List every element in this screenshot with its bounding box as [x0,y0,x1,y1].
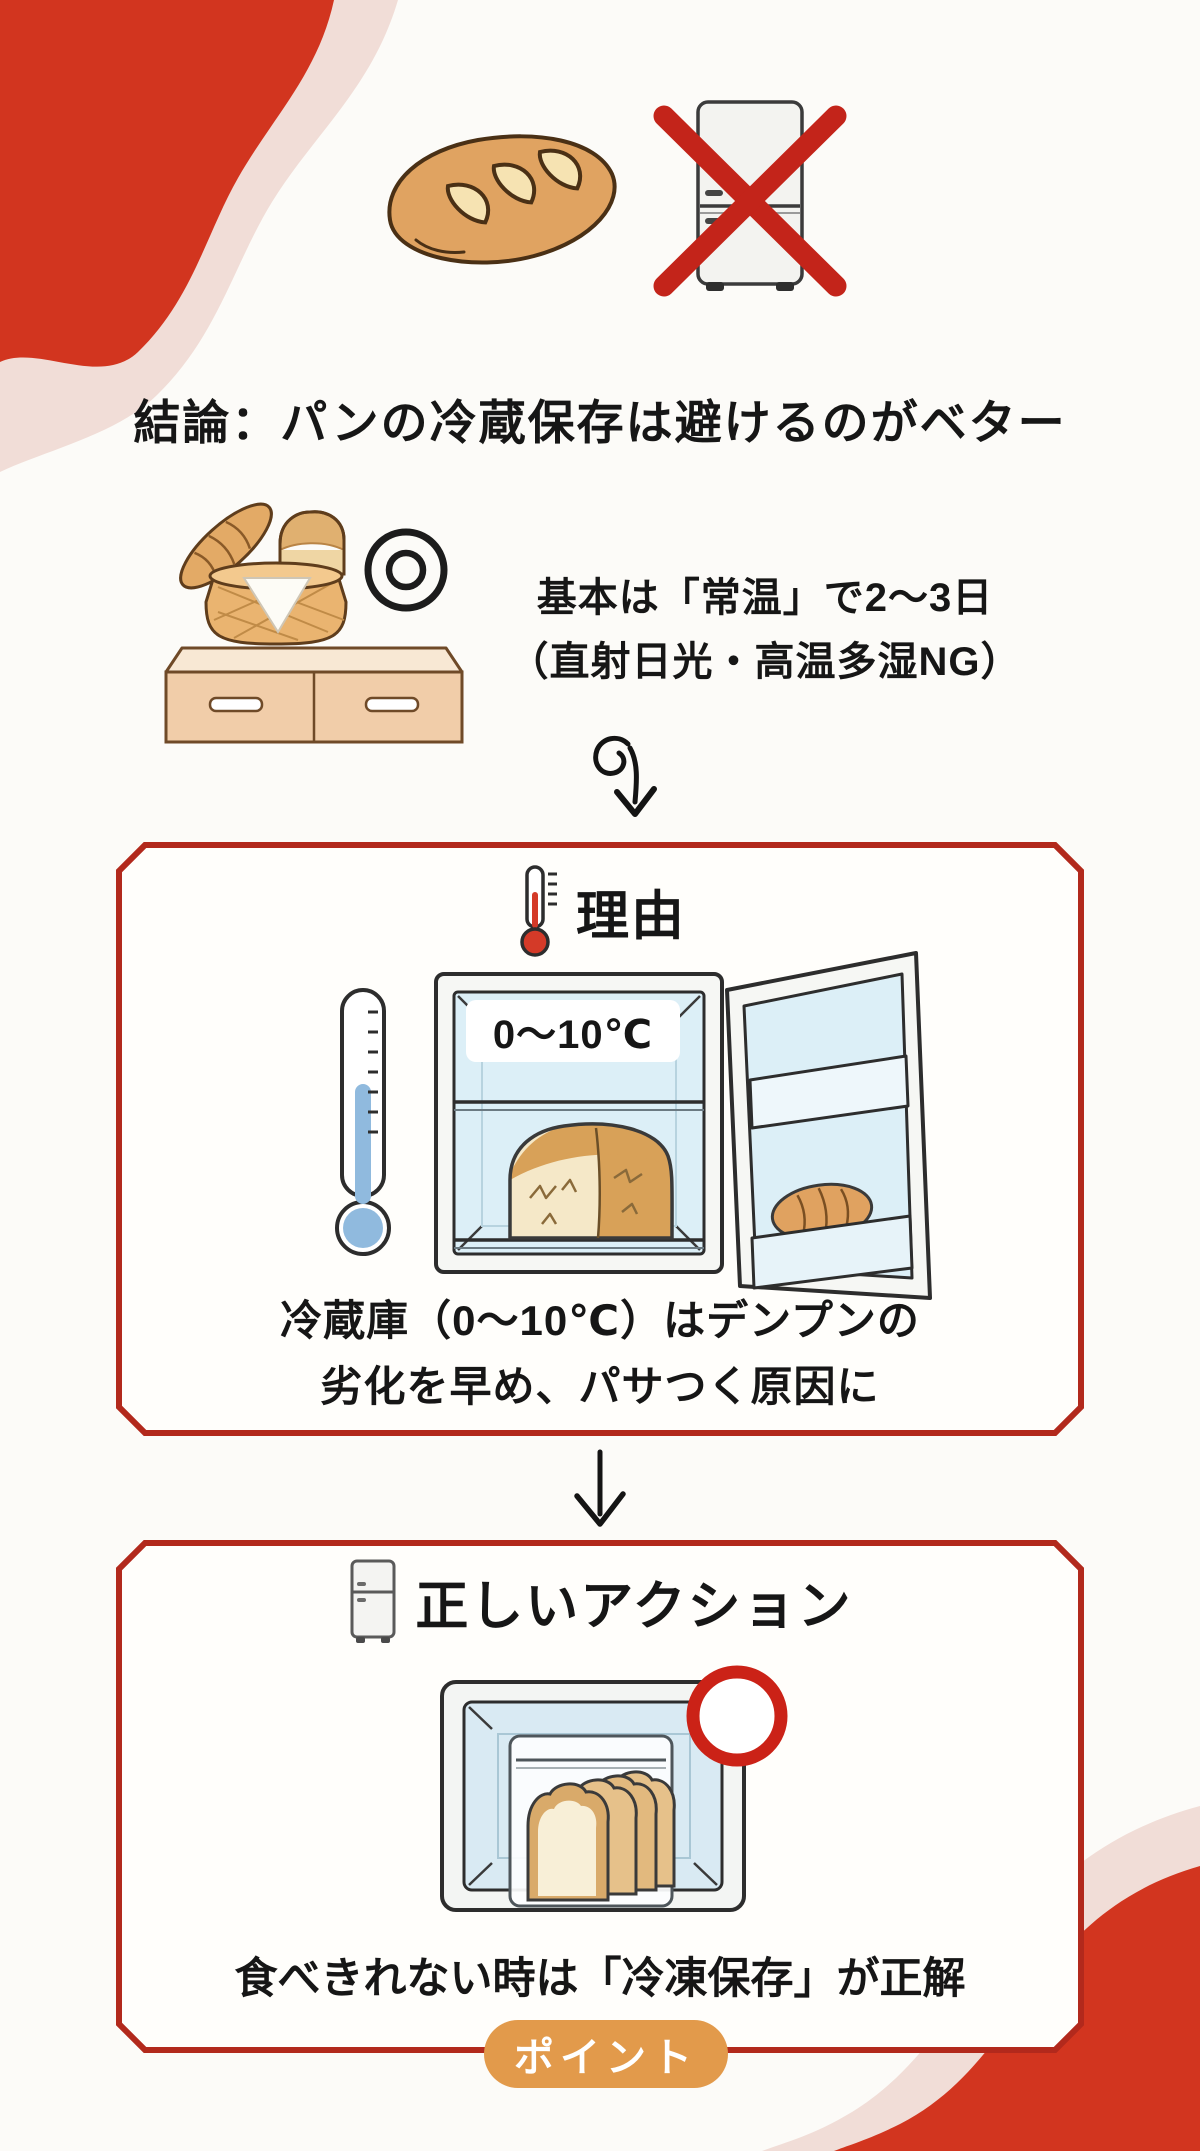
room-temp-line1: 基本は「常温」で2〜3日 [536,576,994,620]
double-circle-mark [364,528,448,612]
curly-down-arrow [593,735,657,817]
room-temp-line2: （直射日光・高温多湿NG） [508,640,1022,684]
action-box-title: 正しいアクション [415,1577,853,1636]
reason-box-body: 冷蔵庫（0〜10℃）はデンプンの 劣化を早め、パサつく原因に [119,1288,1081,1420]
freezer-scene [440,1665,788,1912]
bread-loaf-icon [387,134,617,265]
action-box-header: 正しいアクション [119,1558,1081,1646]
thermometer-icon [520,865,557,957]
reason-box-header: 理由 [119,862,1081,962]
reason-line2: 劣化を早め、パサつく原因に [320,1363,880,1410]
freezer-bag [508,1734,676,1908]
fridge-temp-label: 0〜10℃ [466,1000,680,1062]
down-arrow [574,1449,626,1527]
cold-thermometer-icon [335,988,391,1256]
ok-circle-mark [686,1665,788,1767]
small-fridge-icon [350,1559,396,1643]
conclusion-title: 結論：パンの冷蔵保存は避けるのがベター [133,396,1067,449]
sliced-bread [526,1770,676,1902]
point-badge[interactable]: ポイント [484,2020,728,2088]
open-door [725,951,932,1300]
reason-line1: 冷蔵庫（0〜10℃）はデンプンの [280,1297,920,1344]
dry-bread-loaf [508,1122,674,1240]
bread-basket-scene [164,502,464,744]
reason-box-title: 理由 [576,887,686,946]
refrigerator-crossed-icon [653,100,847,297]
top-left-blob [0,0,398,472]
action-box-body: 食べきれない時は「冷凍保存」が正解 [234,1955,966,2003]
room-temp-note: 基本は「常温」で2〜3日 （直射日光・高温多湿NG） [455,566,1075,694]
no-mark-x [653,105,847,297]
